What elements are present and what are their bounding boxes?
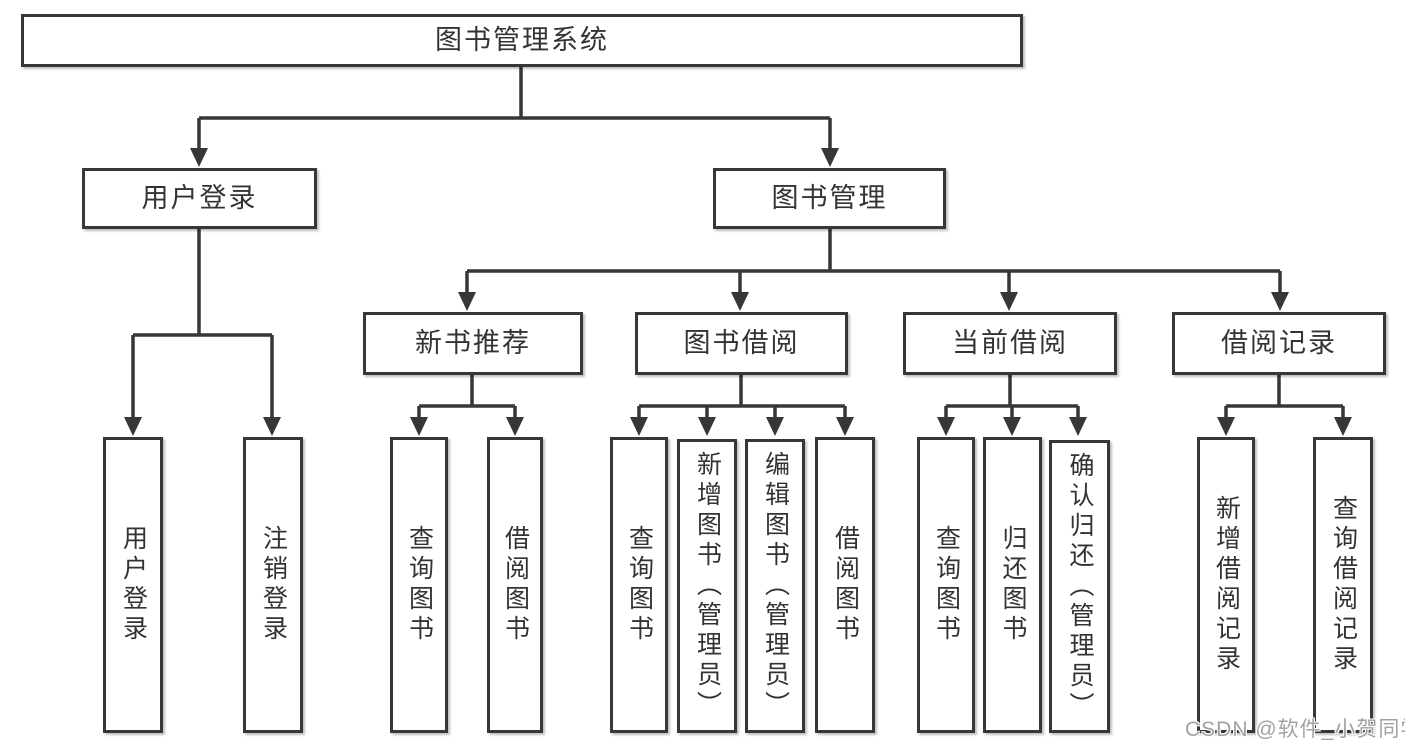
leaf-confirm-return-admin-label: 确认归还（管理员） — [1066, 451, 1094, 722]
node-user-login-label: 用户登录 — [141, 183, 258, 213]
node-user-login: 用户登录 — [82, 168, 317, 229]
leaf-add-borrow-record-label: 新增借阅记录 — [1212, 495, 1241, 675]
leaf-borrow-books-recommend-label: 借阅图书 — [501, 525, 530, 645]
leaf-query-books-borrow-label: 查询图书 — [625, 525, 654, 645]
node-borrow-records-label: 借阅记录 — [1221, 328, 1337, 358]
node-current-borrow: 当前借阅 — [903, 312, 1117, 375]
node-root: 图书管理系统 — [21, 14, 1023, 67]
node-current-borrow-label: 当前借阅 — [952, 328, 1068, 358]
leaf-add-book-admin: 新增图书（管理员） — [677, 439, 737, 733]
node-book-management: 图书管理 — [713, 168, 946, 229]
leaf-add-book-admin-label: 新增图书（管理员） — [693, 451, 722, 721]
leaf-logout-label: 注销登录 — [259, 525, 288, 645]
leaf-query-books-recommend-label: 查询图书 — [405, 525, 434, 645]
leaf-query-books-recommend: 查询图书 — [390, 437, 448, 733]
leaf-user-login: 用户登录 — [103, 437, 163, 733]
node-book-management-label: 图书管理 — [771, 183, 888, 213]
leaf-edit-book-admin-label: 编辑图书（管理员） — [761, 451, 790, 721]
leaf-borrow-books: 借阅图书 — [815, 437, 875, 733]
leaf-query-books-current: 查询图书 — [917, 437, 975, 733]
leaf-edit-book-admin: 编辑图书（管理员） — [745, 439, 805, 733]
leaf-return-books-label: 归还图书 — [999, 525, 1027, 645]
leaf-borrow-books-recommend: 借阅图书 — [487, 437, 543, 733]
leaf-confirm-return-admin: 确认归还（管理员） — [1049, 440, 1110, 733]
node-new-book-recommend-label: 新书推荐 — [415, 328, 531, 358]
leaf-return-books: 归还图书 — [983, 437, 1042, 733]
node-new-book-recommend: 新书推荐 — [363, 312, 583, 375]
node-book-borrow-label: 图书借阅 — [683, 328, 800, 358]
leaf-query-books-current-label: 查询图书 — [932, 525, 961, 645]
watermark: CSDN @软件_小贺同学 — [1185, 718, 1405, 741]
leaf-user-login-label: 用户登录 — [119, 525, 148, 645]
leaf-borrow-books-label: 借阅图书 — [831, 525, 860, 645]
leaf-query-books-borrow: 查询图书 — [610, 437, 668, 733]
leaf-query-borrow-record-label: 查询借阅记录 — [1329, 495, 1358, 675]
node-borrow-records: 借阅记录 — [1172, 312, 1386, 375]
leaf-add-borrow-record: 新增借阅记录 — [1197, 437, 1255, 733]
leaf-logout: 注销登录 — [243, 437, 303, 733]
node-root-label: 图书管理系统 — [435, 25, 609, 55]
leaf-query-borrow-record: 查询借阅记录 — [1313, 437, 1373, 733]
node-book-borrow: 图书借阅 — [635, 312, 848, 375]
